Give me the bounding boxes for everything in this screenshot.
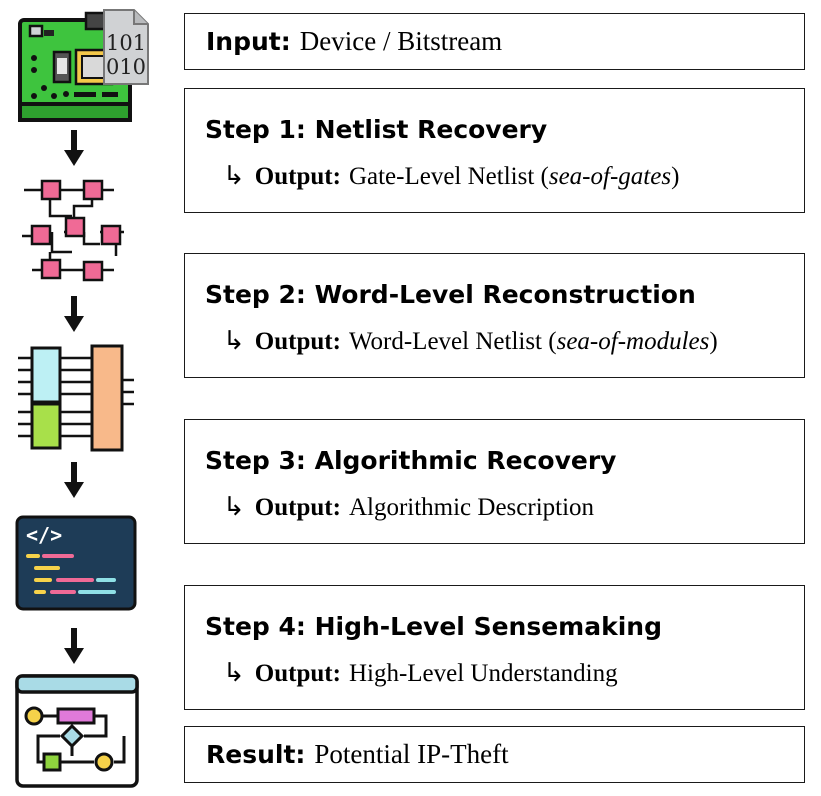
step-1-output-value: Gate-Level Netlist (sea-of-gates)	[348, 163, 680, 190]
step-2-output-label: Output:	[254, 328, 341, 355]
gate-netlist-icon	[22, 179, 124, 282]
step-4-output-label: Output:	[254, 660, 341, 687]
step-2-output: ↳ Output: Word-Level Netlist (sea-of-mod…	[223, 326, 718, 356]
input-value: Device / Bitstream	[299, 26, 503, 56]
step-1-output-label: Output:	[254, 163, 341, 190]
step-3-output-label: Output:	[254, 494, 341, 521]
step-3-output-value: Algorithmic Description	[348, 494, 595, 521]
return-arrow-icon: ↳	[223, 326, 245, 356]
down-arrow-icon	[64, 130, 84, 166]
code-window-icon: </>	[15, 515, 137, 611]
input-box: Input: Device / Bitstream	[184, 13, 805, 70]
step-2-title: Step 2: Word-Level Reconstruction	[205, 280, 696, 309]
step-1-box: Step 1: Netlist Recovery ↳ Output: Gate-…	[184, 88, 805, 213]
circuit-board-icon: 101 010	[18, 9, 149, 122]
flowchart-window-icon	[15, 674, 139, 788]
down-arrow-icon	[64, 628, 84, 664]
step-3-box: Step 3: Algorithmic Recovery ↳ Output: A…	[184, 419, 805, 544]
input-label: Input:	[206, 27, 291, 56]
step-2-output-value: Word-Level Netlist (sea-of-modules)	[348, 328, 718, 355]
return-arrow-icon: ↳	[223, 161, 245, 191]
step-4-title: Step 4: High-Level Sensemaking	[205, 612, 662, 641]
step-3-output: ↳ Output: Algorithmic Description	[223, 492, 594, 522]
return-arrow-icon: ↳	[223, 492, 245, 522]
step-4-output: ↳ Output: High-Level Understanding	[223, 658, 618, 688]
result-value: Potential IP-Theft	[314, 739, 509, 769]
code-tag-text: </>	[26, 523, 62, 547]
down-arrow-icon	[64, 462, 84, 498]
binary-text-2: 010	[106, 55, 146, 79]
step-2-box: Step 2: Word-Level Reconstruction ↳ Outp…	[184, 253, 805, 378]
step-3-title: Step 3: Algorithmic Recovery	[205, 446, 617, 475]
step-1-output: ↳ Output: Gate-Level Netlist (sea-of-gat…	[223, 161, 679, 191]
down-arrow-icon	[64, 296, 84, 332]
module-netlist-icon	[18, 344, 134, 452]
step-4-box: Step 4: High-Level Sensemaking ↳ Output:…	[184, 585, 805, 710]
binary-text-1: 101	[106, 31, 146, 55]
step-4-output-value: High-Level Understanding	[348, 660, 618, 687]
result-label: Result:	[206, 740, 306, 769]
result-box: Result: Potential IP-Theft	[184, 726, 805, 783]
return-arrow-icon: ↳	[223, 658, 245, 688]
step-1-title: Step 1: Netlist Recovery	[205, 115, 548, 144]
